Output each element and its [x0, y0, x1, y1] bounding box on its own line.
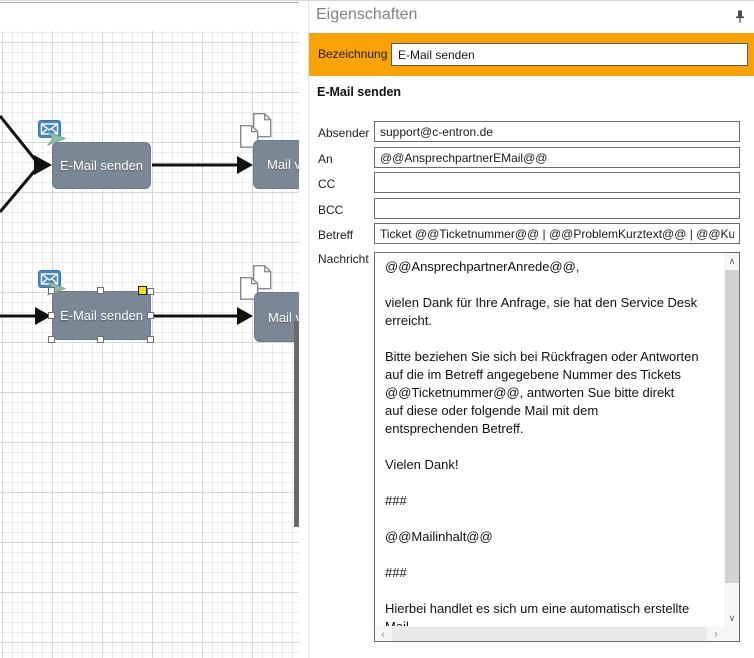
betreff-label: Betreff: [318, 228, 354, 242]
window-top-border: [0, 0, 754, 1]
properties-panel: Eigenschaften Bezeichnung E-Mail senden …: [300, 0, 754, 658]
chevron-up-icon: ∧: [728, 255, 736, 266]
chevron-down-icon: ∨: [728, 612, 736, 623]
absender-label: Absender: [318, 126, 370, 140]
panel-divider: [308, 0, 309, 658]
bezeichnung-label: Bezeichnung: [318, 47, 388, 61]
connector-arrows: [0, 115, 253, 325]
mail-icon: [38, 120, 61, 138]
canvas-vertical-scrollbar-thumb[interactable]: [294, 321, 299, 527]
nachricht-text[interactable]: @@AnsprechpartnerAnrede@@, vielen Dank f…: [385, 259, 699, 626]
flow-in-arrow-icon: [47, 131, 67, 146]
chevron-left-icon: ‹: [381, 627, 385, 641]
panel-title: Eigenschaften: [316, 6, 418, 23]
node-label: Mail ve: [268, 309, 299, 325]
nachricht-textarea[interactable]: @@AnsprechpartnerAnrede@@, vielen Dank f…: [374, 252, 740, 642]
node-email-senden-1[interactable]: E-Mail senden: [52, 142, 151, 189]
section-title: E-Mail senden: [317, 85, 402, 99]
node-label: E-Mail senden: [59, 158, 144, 173]
selection-handle-bottom-right[interactable]: [147, 336, 154, 343]
selection-handle-yellow[interactable]: [138, 286, 147, 295]
documents-icon: [240, 265, 272, 300]
scrollbar-corner: [724, 626, 739, 641]
scroll-up-button[interactable]: ∧: [724, 253, 739, 269]
betreff-input[interactable]: [374, 223, 740, 244]
selection-handle-top-right[interactable]: [147, 288, 154, 295]
message-horizontal-scrollbar[interactable]: ‹ ›: [375, 626, 724, 641]
node-mail-versenden-2[interactable]: Mail ve: [254, 292, 299, 342]
bezeichnung-input[interactable]: [391, 43, 748, 66]
scroll-down-button[interactable]: ∨: [724, 610, 739, 626]
bcc-input[interactable]: [374, 198, 740, 219]
bcc-label: BCC: [318, 203, 344, 217]
message-vscroll-thumb[interactable]: [725, 270, 739, 583]
selection-handle-mid-left[interactable]: [48, 312, 55, 319]
selection-handle-bottom-mid[interactable]: [97, 336, 104, 343]
cc-input[interactable]: [374, 172, 740, 193]
diagram-canvas[interactable]: E-Mail senden Mail ver E-Mail senden Mai…: [0, 0, 299, 658]
nachricht-label: Nachricht: [318, 252, 369, 266]
absender-input[interactable]: [374, 121, 740, 142]
canvas-top-border: [0, 2, 299, 3]
node-label: E-Mail senden: [59, 308, 144, 323]
node-email-senden-2-selected[interactable]: E-Mail senden: [52, 291, 151, 340]
node-label: Mail ver: [267, 157, 299, 172]
selection-handle-mid-right[interactable]: [147, 312, 154, 319]
scroll-left-button[interactable]: ‹: [375, 626, 391, 641]
selection-handle-bottom-left[interactable]: [48, 336, 55, 343]
pin-icon[interactable]: [733, 9, 747, 25]
scroll-right-button[interactable]: ›: [708, 626, 724, 641]
cc-label: CC: [318, 177, 336, 191]
an-input[interactable]: [374, 147, 740, 168]
message-hscroll-thumb[interactable]: [392, 627, 707, 641]
selection-handle-top-left[interactable]: [48, 287, 55, 294]
an-label: An: [318, 152, 333, 166]
node-mail-versenden-1[interactable]: Mail ver: [253, 140, 299, 189]
chevron-right-icon: ›: [714, 627, 718, 641]
message-vertical-scrollbar[interactable]: ∧ ∨: [724, 253, 739, 626]
selection-handle-top-mid[interactable]: [97, 287, 104, 294]
